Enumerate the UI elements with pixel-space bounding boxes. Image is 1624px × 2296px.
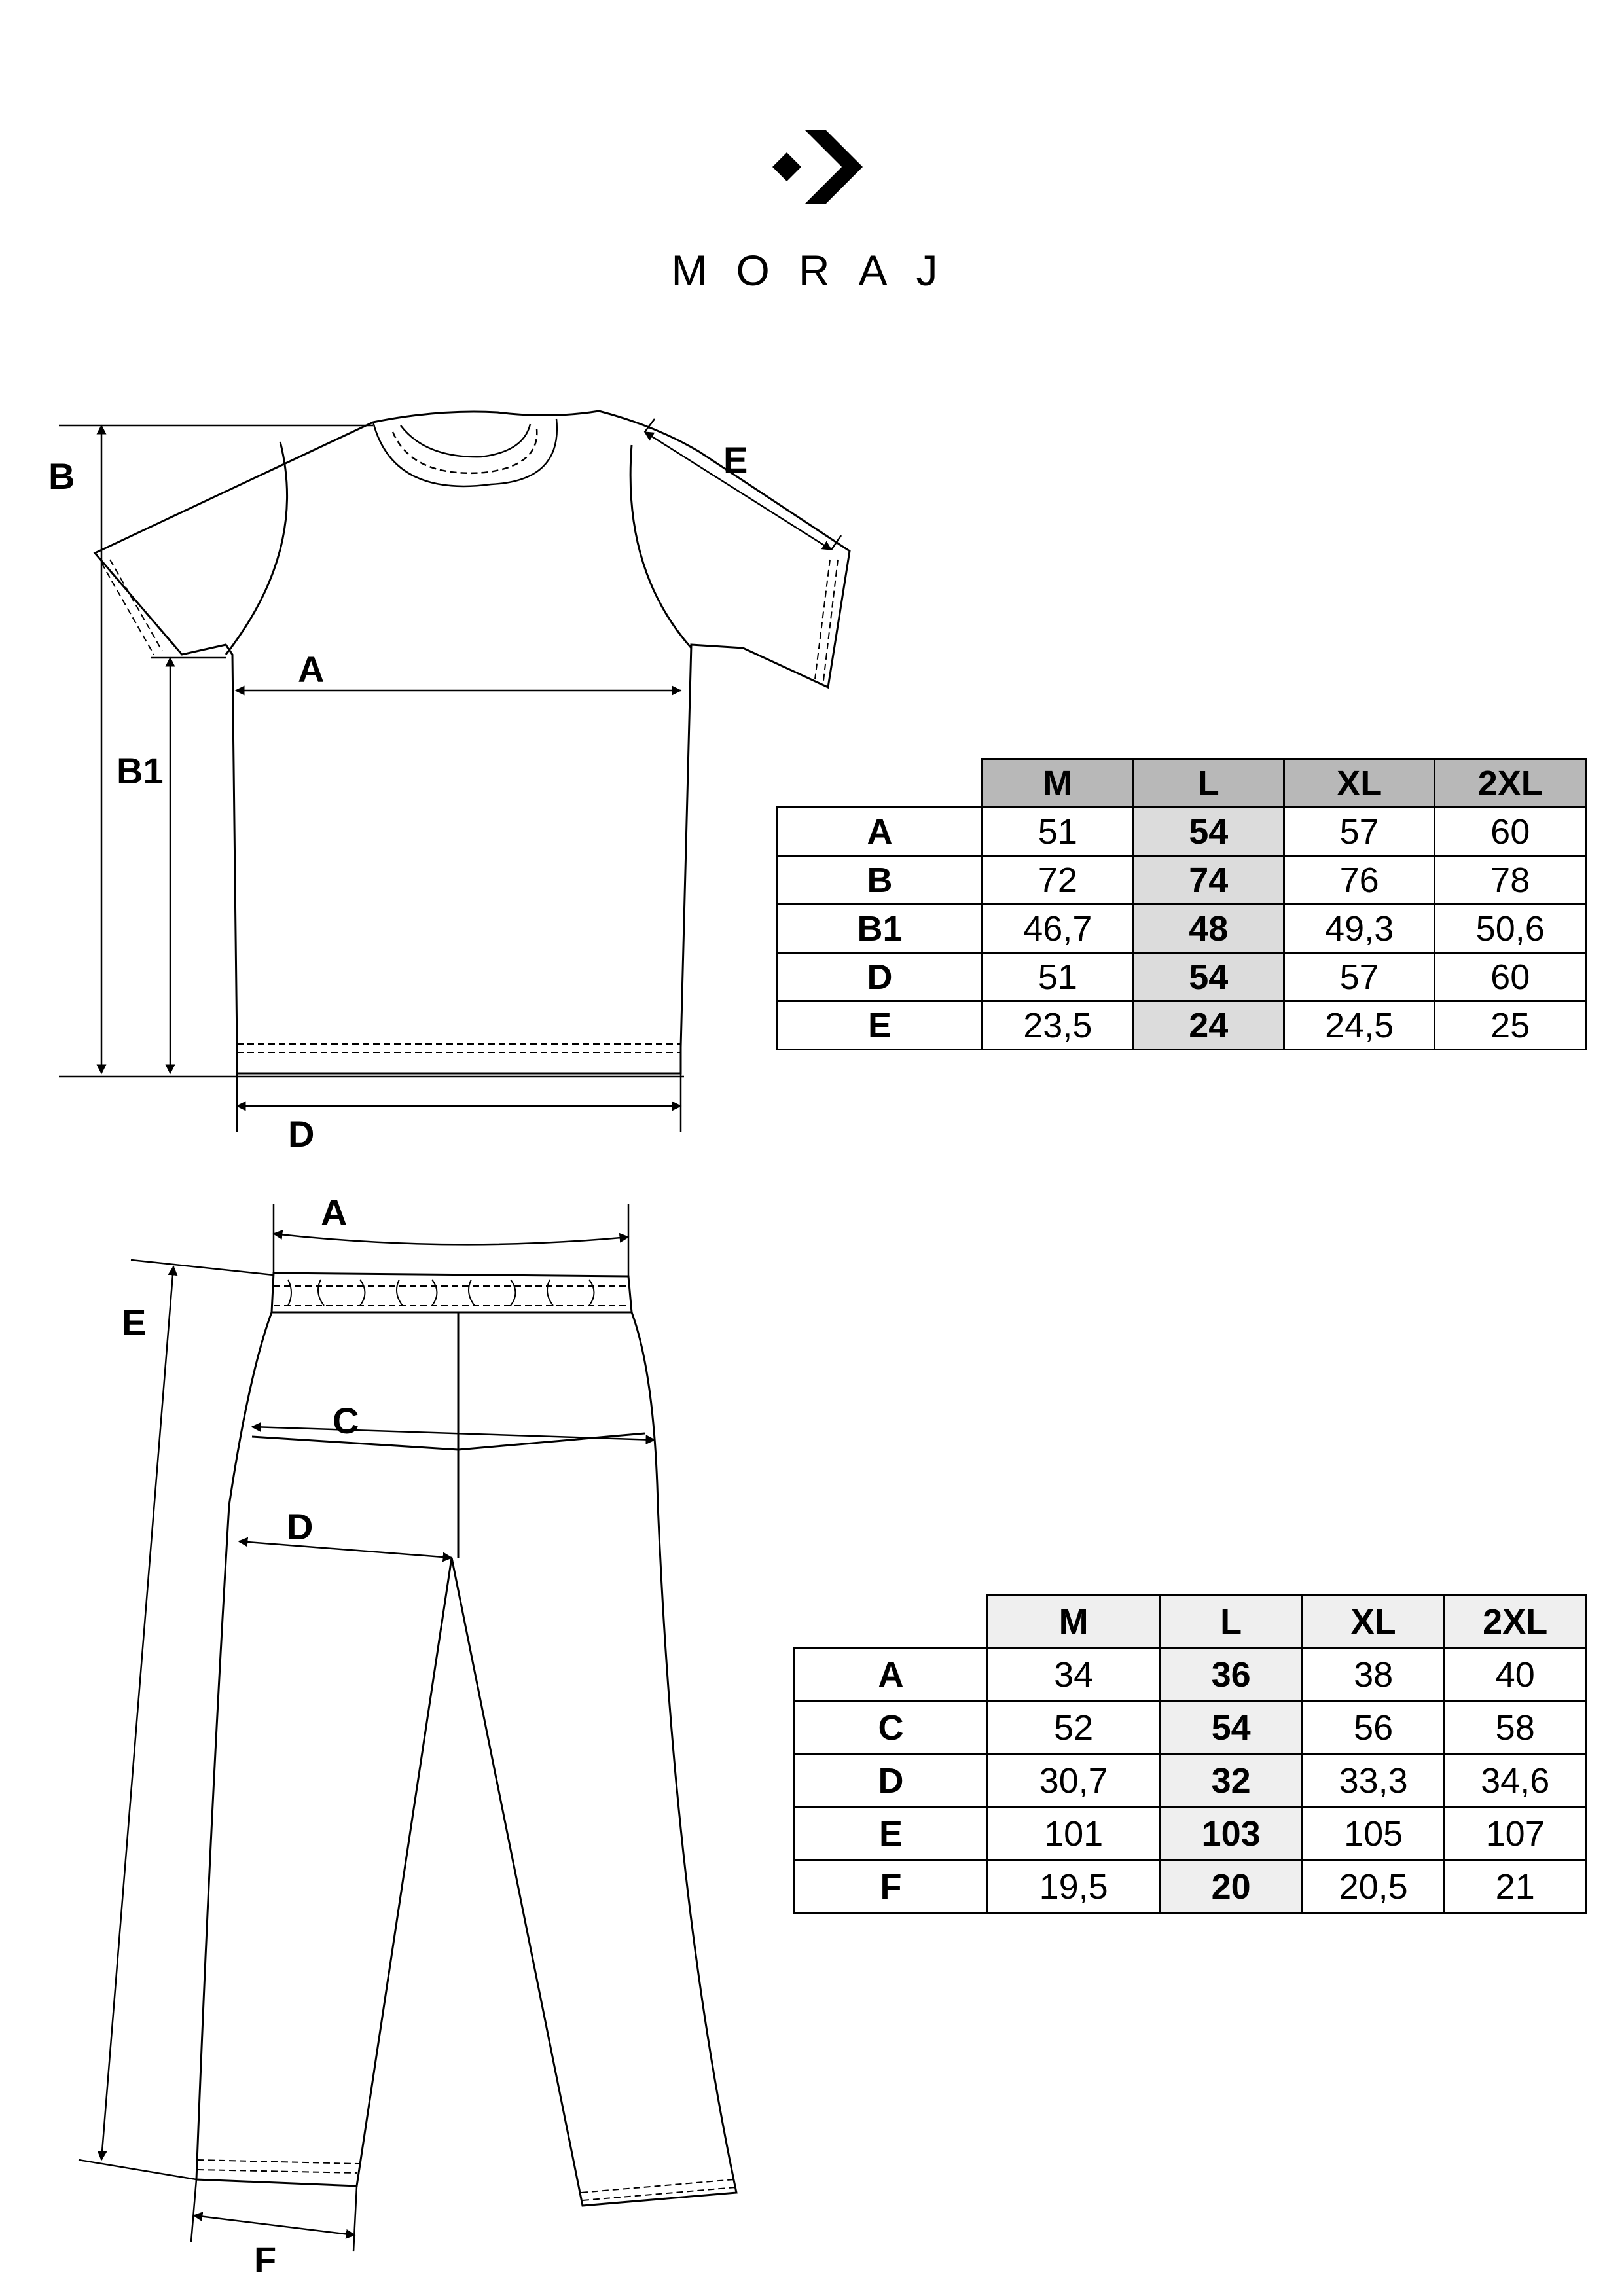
- table-cell: 72: [981, 855, 1134, 905]
- table-cell: 30,7: [986, 1753, 1161, 1808]
- tshirt-label-e: E: [723, 439, 748, 480]
- row-label: A: [776, 806, 984, 857]
- trousers-size-table: M L XL 2XL A 34 36 38 40 C 52 54 56 58 D…: [793, 1594, 1587, 1914]
- row-label: D: [776, 952, 984, 1002]
- table-cell: 57: [1282, 952, 1436, 1002]
- table-cell: 52: [986, 1700, 1161, 1755]
- table-row: C 52 54 56 58: [793, 1700, 1587, 1755]
- size-header: 2XL: [1443, 1594, 1587, 1649]
- table-cell: 101: [986, 1806, 1161, 1861]
- tshirt-label-b1: B1: [117, 750, 164, 791]
- trousers-label-e: E: [122, 1302, 147, 1343]
- table-row: D 30,7 32 33,3 34,6: [793, 1753, 1587, 1808]
- table-row: E 23,5 24 24,5 25: [776, 1000, 1587, 1050]
- table-cell: 24: [1132, 1000, 1285, 1050]
- size-header: 2XL: [1434, 758, 1587, 808]
- tshirt-label-a: A: [298, 649, 325, 690]
- row-label: B: [776, 855, 984, 905]
- table-cell: 24,5: [1282, 1000, 1436, 1050]
- table-cell: 54: [1132, 952, 1285, 1002]
- row-label: D: [793, 1753, 988, 1808]
- table-cell: 49,3: [1282, 903, 1436, 954]
- table-row: E 101 103 105 107: [793, 1806, 1587, 1861]
- table-cell: 54: [1132, 806, 1285, 857]
- trousers-label-a: A: [321, 1192, 348, 1233]
- table-header-row: M L XL 2XL: [777, 758, 1587, 808]
- table-cell: 34,6: [1443, 1753, 1587, 1808]
- table-cell: 103: [1159, 1806, 1303, 1861]
- row-label: F: [793, 1859, 988, 1914]
- table-cell: 21: [1443, 1859, 1587, 1914]
- table-cell: 56: [1301, 1700, 1446, 1755]
- table-row: A 51 54 57 60: [776, 806, 1587, 857]
- table-cell: 54: [1159, 1700, 1303, 1755]
- brand-name: MORAJ: [671, 246, 967, 295]
- table-corner: [777, 759, 984, 808]
- table-cell: 32: [1159, 1753, 1303, 1808]
- size-header: XL: [1282, 758, 1436, 808]
- table-cell: 74: [1132, 855, 1285, 905]
- trousers-label-c: C: [333, 1400, 359, 1441]
- row-label: B1: [776, 903, 984, 954]
- tshirt-label-d: D: [288, 1113, 315, 1155]
- table-cell: 40: [1443, 1647, 1587, 1702]
- table-cell: 58: [1443, 1700, 1587, 1755]
- table-cell: 33,3: [1301, 1753, 1446, 1808]
- table-cell: 105: [1301, 1806, 1446, 1861]
- moraj-chevron-icon: [772, 130, 863, 204]
- table-cell: 51: [981, 952, 1134, 1002]
- size-header: L: [1132, 758, 1285, 808]
- tshirt-collar: [372, 418, 558, 488]
- table-row: A 34 36 38 40: [793, 1647, 1587, 1702]
- size-header: M: [981, 758, 1134, 808]
- table-cell: 20,5: [1301, 1859, 1446, 1914]
- size-header: XL: [1301, 1594, 1446, 1649]
- trousers-waistband: [197, 1279, 736, 2201]
- row-label: C: [793, 1700, 988, 1755]
- brand-logo: MORAJ: [655, 128, 969, 298]
- table-cell: 23,5: [981, 1000, 1134, 1050]
- trousers-label-f: F: [254, 2239, 277, 2280]
- table-cell: 50,6: [1434, 903, 1587, 954]
- table-cell: 25: [1434, 1000, 1587, 1050]
- trousers-dimension-lines: [78, 1204, 656, 2252]
- row-label: E: [776, 1000, 984, 1050]
- table-row: B 72 74 76 78: [776, 855, 1587, 905]
- tshirt-outline: [93, 410, 851, 1075]
- table-cell: 60: [1434, 806, 1587, 857]
- row-label: E: [793, 1806, 988, 1861]
- tshirt-size-table: M L XL 2XL A 51 54 57 60 B 72 74 76 78 B…: [776, 758, 1587, 1050]
- trousers-outline: [195, 1272, 738, 2207]
- table-header-row: M L XL 2XL: [794, 1594, 1587, 1649]
- table-row: F 19,5 20 20,5 21: [793, 1859, 1587, 1914]
- table-corner: [794, 1595, 988, 1649]
- table-cell: 19,5: [986, 1859, 1161, 1914]
- table-cell: 57: [1282, 806, 1436, 857]
- table-cell: 20: [1159, 1859, 1303, 1914]
- row-label: A: [793, 1647, 988, 1702]
- table-cell: 34: [986, 1647, 1161, 1702]
- table-row: B1 46,7 48 49,3 50,6: [776, 903, 1587, 954]
- table-cell: 107: [1443, 1806, 1587, 1861]
- trousers-label-d: D: [287, 1506, 314, 1547]
- size-header: L: [1159, 1594, 1303, 1649]
- tshirt-label-b: B: [48, 456, 75, 497]
- table-cell: 46,7: [981, 903, 1134, 954]
- table-cell: 60: [1434, 952, 1587, 1002]
- table-cell: 38: [1301, 1647, 1446, 1702]
- table-cell: 36: [1159, 1647, 1303, 1702]
- tshirt-dimension-lines: [59, 418, 842, 1132]
- table-cell: 78: [1434, 855, 1587, 905]
- size-header: M: [986, 1594, 1161, 1649]
- table-cell: 76: [1282, 855, 1436, 905]
- table-cell: 48: [1132, 903, 1285, 954]
- table-cell: 51: [981, 806, 1134, 857]
- table-row: D 51 54 57 60: [776, 952, 1587, 1002]
